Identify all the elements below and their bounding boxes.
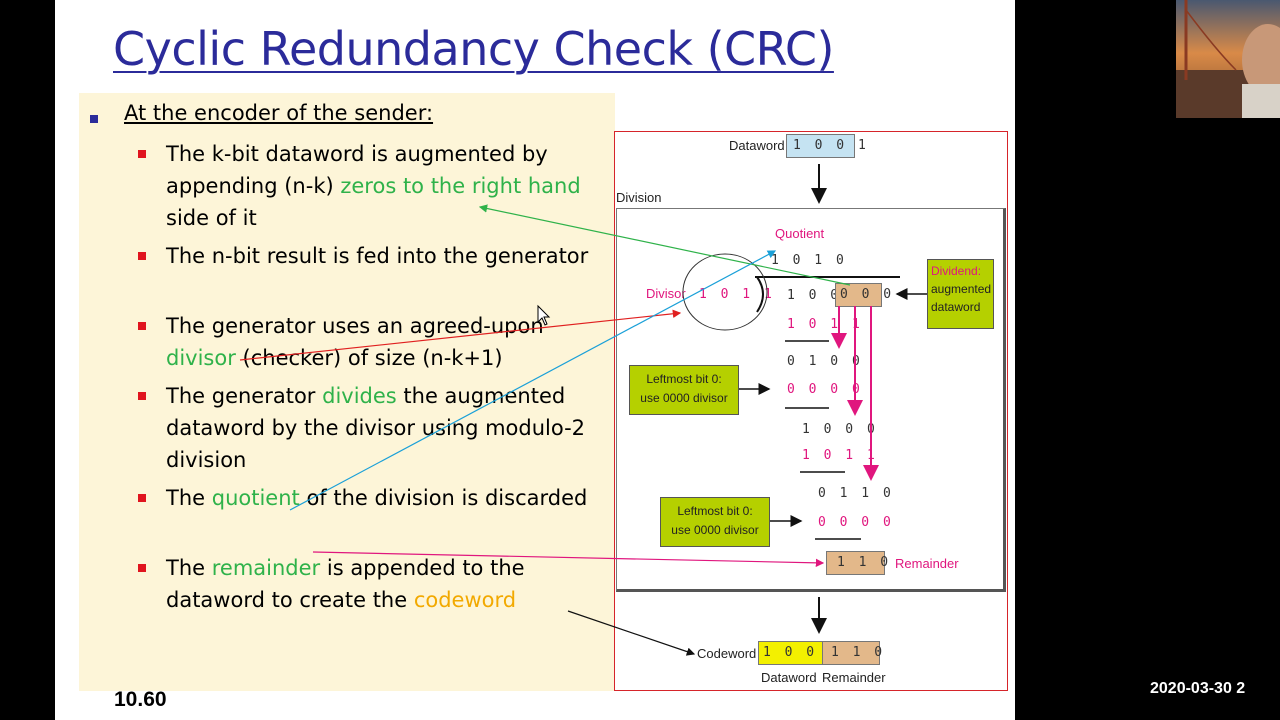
dataword-bits: 1 0 0 1 (793, 138, 869, 153)
remainder-bits: 1 1 0 (837, 555, 892, 570)
list-item-text: The generator uses an agreed-upon diviso… (166, 310, 606, 374)
codeword-rem-box: 1 1 0 (822, 641, 882, 665)
divisor-bits: 1 0 1 1 (699, 287, 775, 302)
text-span: quotient (211, 486, 300, 510)
text-panel (79, 93, 615, 691)
text-span: zeros to the right hand (340, 174, 581, 198)
annotation-arrow-pink (312, 551, 825, 568)
remainder-label: Remainder (895, 556, 959, 571)
webcam-feed (1176, 0, 1280, 118)
text-span: side of it (166, 206, 257, 230)
codeword-data-box: 1 0 0 1 (758, 641, 836, 665)
hand-drawn-circle (682, 253, 768, 331)
divisor-label: Divisor (646, 286, 686, 301)
annotation-arrow-blue (289, 250, 777, 511)
row-7: 0 0 0 0 (818, 515, 894, 530)
bullet-square-icon (138, 494, 146, 502)
dataword-box: 1 0 0 1 (786, 134, 866, 158)
text-span: The k-bit dataword is augmented by appen… (166, 142, 548, 198)
list-item-text: The remainder is appended to the datawor… (166, 552, 606, 616)
bullet-square-icon (138, 564, 146, 572)
annotation-arrow-red (239, 309, 682, 361)
annotation-arrow-black (567, 610, 696, 656)
slide-number: 10.60 (114, 688, 167, 711)
row-5: 1 0 1 1 (802, 448, 878, 463)
text-span: is appended to the dataword to create th… (166, 556, 525, 612)
list-item-text: The generator divides the augmented data… (166, 380, 606, 476)
row-2: 0 1 0 0 (787, 354, 863, 369)
bottom-remainder-label: Remainder (822, 670, 886, 685)
main-bullet-text: At the encoder of the sender: (124, 101, 434, 125)
leftmost-note-1-line1: Leftmost bit 0: (646, 372, 722, 386)
leftmost-note-1: Leftmost bit 0: use 0000 divisor (629, 365, 739, 415)
text-span: The (166, 486, 212, 510)
division-bracket (756, 276, 764, 313)
dividend-box: Dividend: augmented dataword (927, 259, 994, 329)
codeword-rem-bits: 1 1 0 (831, 645, 886, 660)
bottom-dataword-label: Dataword (761, 670, 817, 685)
quotient-label: Quotient (775, 226, 825, 241)
leftmost-note-2-line2: use 0000 divisor (671, 523, 759, 537)
text-span: the augmented dataword by the divisor us… (166, 384, 586, 472)
remainder-box: 1 1 0 (826, 551, 888, 575)
leftmost-note-2: Leftmost bit 0: use 0000 divisor (660, 497, 770, 547)
slide-title: Cyclic Redundancy Check (CRC) (113, 22, 834, 76)
codeword-data-bits: 1 0 0 1 (763, 645, 839, 660)
division-label: Division (616, 190, 662, 205)
text-span: codeword (413, 588, 517, 612)
text-span: The generator (166, 384, 323, 408)
slide: Cyclic Redundancy Check (CRC) At the enc… (55, 0, 1015, 720)
dividend-box-title: Dividend: (931, 264, 982, 278)
text-span: (checker) of size (n-k+1) (235, 346, 503, 370)
dividend-zero-box: 0 0 0 (835, 283, 891, 307)
dividend-zero-bits: 0 0 0 (840, 287, 895, 302)
text-span: divides (322, 384, 397, 408)
list-item-text: The k-bit dataword is augmented by appen… (166, 138, 606, 234)
list-item-text: The n-bit result is fed into the generat… (166, 240, 606, 272)
division-frame (616, 208, 1006, 592)
leftmost-note-1-line2: use 0000 divisor (640, 391, 728, 405)
bullet-square-icon (90, 115, 98, 123)
dividend-box-line2: dataword (931, 300, 981, 314)
leftmost-note-2-line1: Leftmost bit 0: (677, 504, 753, 518)
dividend-box-line1: augmented (931, 282, 992, 296)
text-span: The n-bit result is fed into the generat… (166, 244, 589, 268)
text-span: of the division is discarded (299, 486, 588, 510)
row-3: 0 0 0 0 (787, 382, 863, 397)
bullet-square-icon (138, 150, 146, 158)
timestamp: 2020-03-30 2 (1150, 680, 1246, 697)
codeword-label: Codeword (697, 646, 757, 661)
text-span: remainder (211, 556, 321, 580)
row-4: 1 0 0 0 (802, 422, 878, 437)
dataword-label: Dataword (729, 138, 785, 153)
diagram-lines (682, 164, 927, 634)
annotation-arrow-green (478, 204, 851, 286)
text-span: divisor (166, 346, 236, 370)
mouse-cursor-icon (537, 304, 551, 326)
text-span: The (166, 556, 212, 580)
list-item-text: The quotient of the division is discarde… (166, 482, 606, 514)
bullet-square-icon (138, 322, 146, 330)
bullet-square-icon (138, 252, 146, 260)
quotient-bits: 1 0 1 0 (771, 253, 847, 268)
row-6: 0 1 1 0 (818, 486, 894, 501)
crc-diagram: Dataword 1 0 0 1 Division Quotient 1 0 1… (614, 131, 1008, 691)
row-1: 1 0 1 1 (787, 317, 863, 332)
presenter-video (1176, 0, 1280, 118)
bullet-square-icon (138, 392, 146, 400)
